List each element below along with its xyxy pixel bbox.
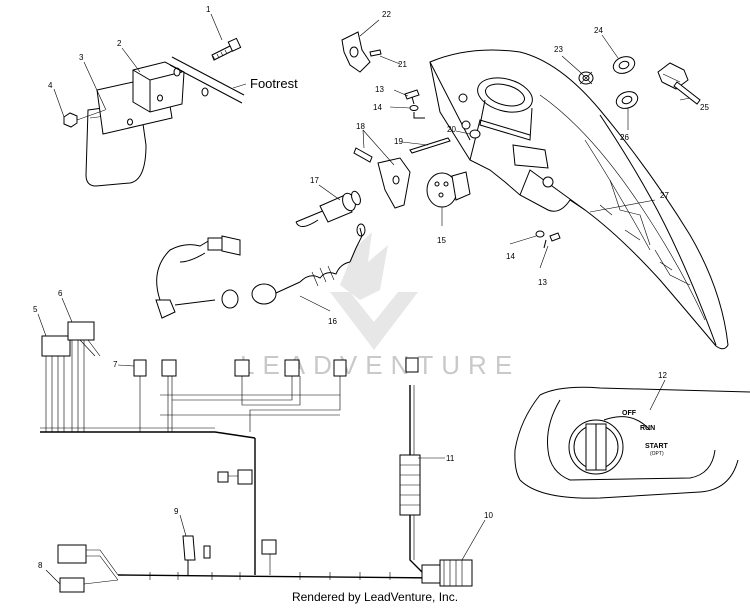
- callout-4: 4: [48, 81, 53, 90]
- callout-19: 19: [394, 137, 403, 146]
- tether-16: [155, 223, 366, 319]
- callout-25: 25: [700, 103, 709, 112]
- callout-3: 3: [79, 53, 84, 62]
- callout-18: 18: [356, 122, 365, 131]
- callout-23: 23: [554, 45, 563, 54]
- callout-2: 2: [117, 39, 122, 48]
- rear-fender: [429, 49, 729, 350]
- callout-8: 8: [38, 561, 43, 570]
- callout-21: 21: [398, 60, 407, 69]
- callout-13a: 13: [375, 85, 384, 94]
- callout-12: 12: [658, 371, 667, 380]
- connector-15: [426, 171, 471, 208]
- callout-26: 26: [620, 133, 629, 142]
- callout-16: 16: [328, 317, 337, 326]
- callout-13b: 13: [538, 278, 547, 287]
- fasteners: [404, 89, 561, 249]
- callout-9: 9: [174, 507, 179, 516]
- ignition-key-hardware: [578, 56, 701, 109]
- callout-14b: 14: [506, 252, 515, 261]
- callout-1: 1: [206, 5, 211, 14]
- bracket-22: [341, 31, 382, 73]
- callout-22: 22: [382, 10, 391, 19]
- leader-lines: [37, 13, 691, 585]
- switch-start-label: START: [645, 443, 669, 450]
- callout-10: 10: [484, 511, 493, 520]
- callout-numbers: 1 2 3 4 5 6 7 8 9 10 11 12 13 14 13 14 1…: [33, 5, 709, 570]
- callout-24: 24: [594, 26, 603, 35]
- callout-7: 7: [113, 360, 118, 369]
- footer-credit: Rendered by LeadVenture, Inc.: [291, 590, 459, 604]
- callout-5: 5: [33, 305, 38, 314]
- callout-11: 11: [446, 454, 455, 463]
- taillight-assembly: [63, 37, 247, 187]
- switch-run-label: RUN: [640, 425, 655, 432]
- switch-opt-label: (OPT): [650, 451, 664, 457]
- footrest-label: Footrest: [250, 76, 298, 91]
- callout-15: 15: [437, 236, 446, 245]
- ignition-switch-inset: [514, 386, 750, 499]
- switch-off-label: OFF: [622, 410, 637, 417]
- callout-17: 17: [310, 176, 319, 185]
- callout-14a: 14: [373, 103, 382, 112]
- callout-27: 27: [660, 191, 669, 200]
- callout-20: 20: [447, 125, 456, 134]
- switch-17: [295, 190, 361, 227]
- watermark-text: LEADVENTURE: [240, 350, 520, 380]
- cable-tie: [353, 137, 451, 209]
- watermark-logo: [330, 232, 418, 350]
- wiring-harness: [40, 321, 473, 593]
- callout-6: 6: [58, 289, 63, 298]
